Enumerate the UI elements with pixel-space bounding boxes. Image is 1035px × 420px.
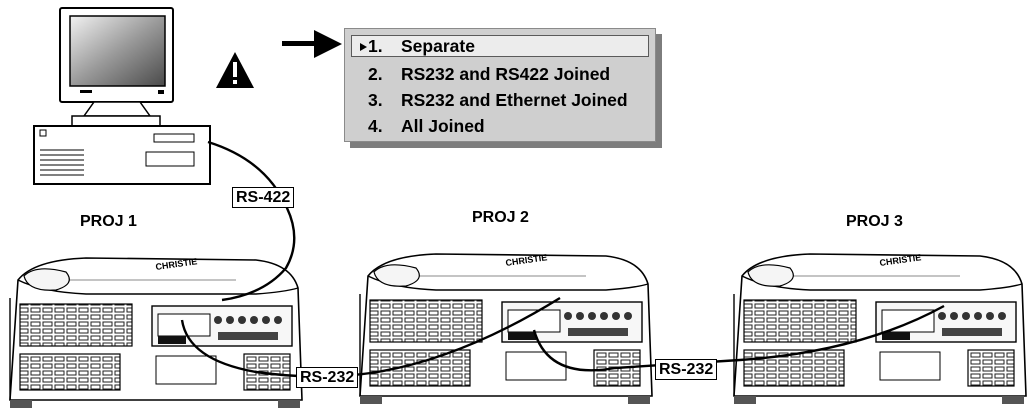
menu-item-number: 2. xyxy=(368,64,383,84)
projector-3 xyxy=(733,251,1027,405)
menu-item-number: 1. xyxy=(368,36,383,56)
menu-item-label: RS232 and RS422 Joined xyxy=(401,64,611,84)
warning-icon xyxy=(216,52,254,88)
computer-icon xyxy=(33,7,211,185)
projector-3-title: PROJ 3 xyxy=(846,213,903,230)
rs232-label-1: RS-232 xyxy=(296,367,359,388)
menu-item-number: 3. xyxy=(368,90,383,110)
menu-item-label: All Joined xyxy=(401,116,485,136)
menu-item-1[interactable]: 1. Separate xyxy=(351,35,649,57)
serial-mode-menu[interactable]: 1. Separate 2. RS232 and RS422 Joined 3.… xyxy=(344,28,656,142)
arrow-right-icon xyxy=(282,30,342,58)
menu-item-label: RS232 and Ethernet Joined xyxy=(401,90,628,110)
rs232-label-2: RS-232 xyxy=(655,359,718,380)
projector-2-title: PROJ 2 xyxy=(472,209,529,226)
menu-item-label: Separate xyxy=(401,36,475,56)
rs422-cable xyxy=(207,140,296,302)
menu-item-number: 4. xyxy=(368,116,383,136)
caret-right-icon xyxy=(360,43,367,51)
projector-1 xyxy=(9,255,303,409)
rs422-label: RS-422 xyxy=(232,187,295,208)
projector-1-title: PROJ 1 xyxy=(80,213,137,230)
